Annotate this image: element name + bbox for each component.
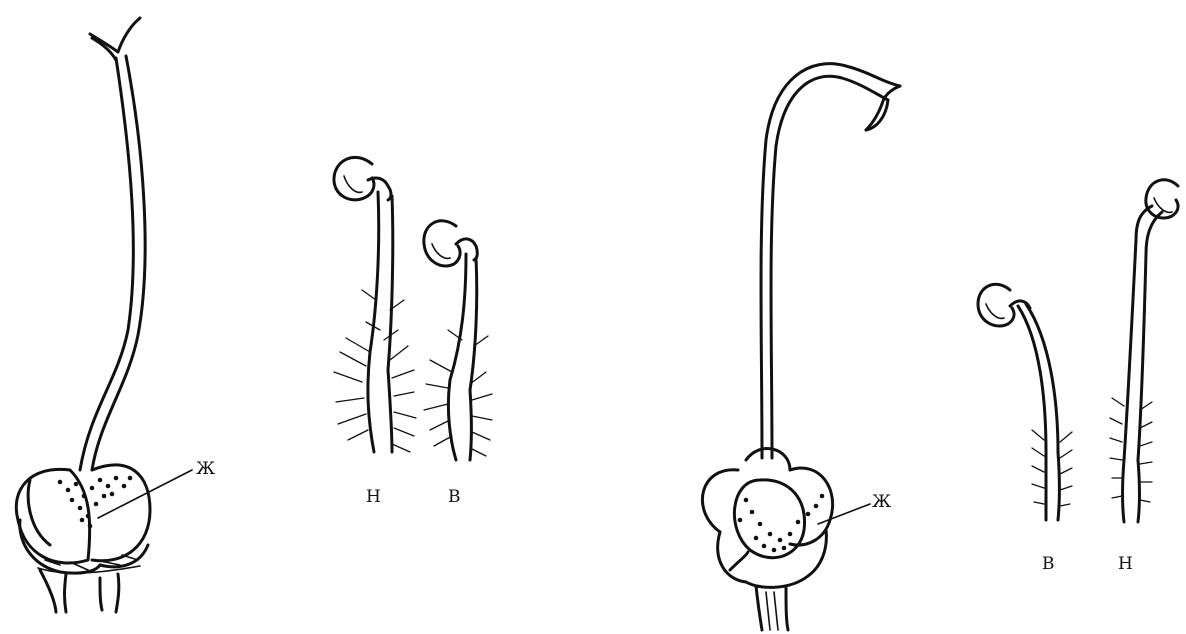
- label-pistil-right: Ж: [872, 492, 891, 512]
- label-stamen-right-v: В: [1042, 554, 1055, 574]
- right-stamen-v: [978, 284, 1072, 520]
- label-stamen-right-n: Н: [1118, 554, 1133, 574]
- right-pistil: [702, 64, 900, 630]
- label-stamen-left-v: В: [448, 487, 461, 507]
- right-stamen-n: [1110, 180, 1178, 522]
- left-pistil: [16, 18, 192, 612]
- left-stamen-n: [334, 157, 416, 452]
- label-stamen-left-n: Н: [366, 487, 381, 507]
- left-stamen-v: [424, 221, 492, 460]
- label-pistil-left: Ж: [196, 459, 215, 479]
